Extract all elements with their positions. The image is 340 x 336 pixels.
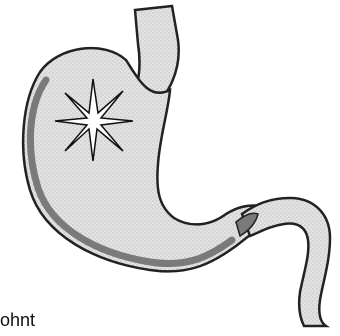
caption-text: ohnt	[0, 310, 35, 330]
